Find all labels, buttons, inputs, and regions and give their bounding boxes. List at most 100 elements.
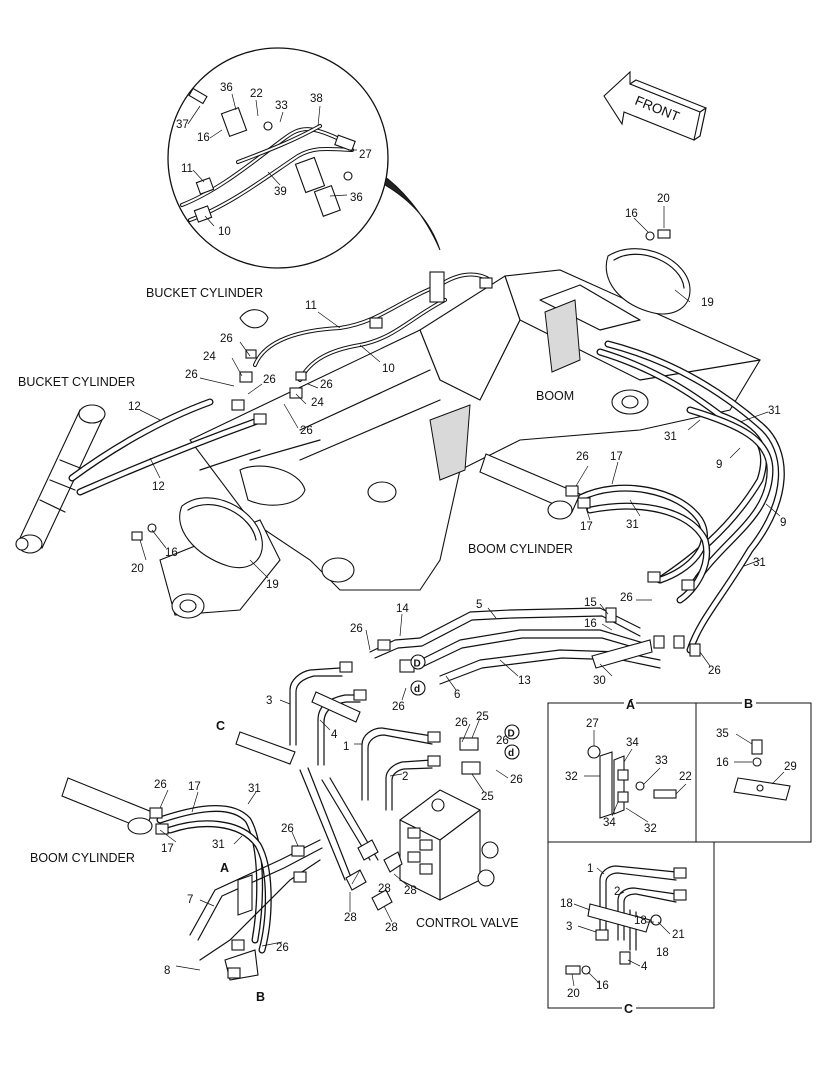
callout: 3 [566,921,572,933]
callout: 31 [768,405,781,417]
callout: 3 [266,695,272,707]
callout: 9 [780,517,786,529]
marker-d-valve-upper: D [508,729,515,740]
label-boom-cylinder-right: BOOM CYLINDER [468,542,573,556]
callout: 35 [716,728,729,740]
steel-lines [189,607,661,961]
callout: 26 [708,665,721,677]
callout: 25 [481,791,494,803]
callout: 12 [128,401,141,413]
callout: 1 [587,863,593,875]
callout: 5 [476,599,482,611]
callout: 4 [331,729,338,741]
callout: 28 [344,912,357,924]
detail-a-box: A A 27 34 33 22 32 34 32 [547,697,697,843]
label-boom: BOOM [536,389,574,403]
callout: 31 [212,839,225,851]
callout: 24 [203,351,216,363]
detail-b-box: B 35 16 29 [695,697,812,843]
callout: 26 [350,623,363,635]
detail-c-box: C 1 2 18 18 3 21 4 20 16 18 [547,841,715,1016]
callout: 26 [220,333,233,345]
callout: 15 [584,597,597,609]
cover-plates [179,248,691,568]
callout: 26 [620,592,633,604]
label-bucket-cylinder-upper: BUCKET CYLINDER [146,286,263,300]
callout: 28 [385,922,398,934]
bucket-cylinder [15,309,269,554]
callout: 22 [250,88,263,100]
callout: 26 [185,369,198,381]
callout: 36 [220,82,233,94]
component-labels: BUCKET CYLINDER BUCKET CYLINDER BOOM BOO… [18,286,574,930]
detail-c-title: C [624,1002,633,1016]
callout: 17 [161,843,174,855]
callout: 33 [655,755,668,767]
callout: 13 [518,675,531,687]
marker-d-upper: D [414,659,421,670]
callout: 26 [576,451,589,463]
callout: 26 [392,701,405,713]
callout: 18 [634,915,647,927]
callout: 7 [187,894,193,906]
callout: 21 [672,929,685,941]
callout: 17 [580,521,593,533]
marker-a: A [220,861,229,875]
callout: 27 [586,718,599,730]
callout: 20 [657,193,670,205]
callout: 32 [565,771,578,783]
callout: 28 [404,885,417,897]
label-bucket-cylinder-left: BUCKET CYLINDER [18,375,135,389]
callout: 31 [248,783,261,795]
callout: 8 [164,965,170,977]
callout: 29 [784,761,797,773]
callout: 26 [455,717,468,729]
callout: 26 [510,774,523,786]
callout: 28 [378,883,391,895]
marker-c: C [216,719,225,733]
callout: 16 [197,132,210,144]
callout: 16 [716,757,729,769]
callout: 26 [300,425,313,437]
label-boom-cylinder-left: BOOM CYLINDER [30,851,135,865]
detail-b-title: B [744,697,753,711]
callout: 2 [402,771,408,783]
control-valve [345,789,499,911]
detail-a-title-text: A [626,698,635,712]
callout: 20 [567,988,580,1000]
callout: 6 [454,689,460,701]
callout: 11 [305,300,317,312]
main-callouts: 20 16 19 11 10 26 24 26 26 26 24 26 12 1… [128,193,786,977]
callout: 12 [152,481,165,493]
boom-cylinders [61,453,581,835]
callout: 19 [266,579,279,591]
callout: 26 [276,942,289,954]
callout: 33 [275,100,288,112]
callout: 26 [281,823,294,835]
inset-detail-circle [167,47,441,269]
callout: 37 [176,119,189,131]
callout: 4 [641,961,648,973]
callout: 17 [188,781,201,793]
callout: 11 [181,163,193,175]
callout: 19 [701,297,714,309]
callout: 9 [716,459,722,471]
callout: 18 [560,898,573,910]
callout: 34 [603,817,616,829]
callout: 10 [218,226,231,238]
callout: 26 [496,735,509,747]
section-markers: A B C D d D d [216,654,520,1004]
callout: 31 [626,519,639,531]
callout: 26 [263,374,276,386]
callout: 38 [310,93,323,105]
callout: 30 [593,675,606,687]
callout: 20 [131,563,144,575]
fittings [131,229,701,979]
callout: 31 [753,557,766,569]
marker-d-valve-lower: d [508,748,514,759]
marker-b: B [256,990,265,1004]
callout: 39 [274,186,287,198]
callout: 1 [343,741,349,753]
marker-d-lower: d [414,684,420,695]
